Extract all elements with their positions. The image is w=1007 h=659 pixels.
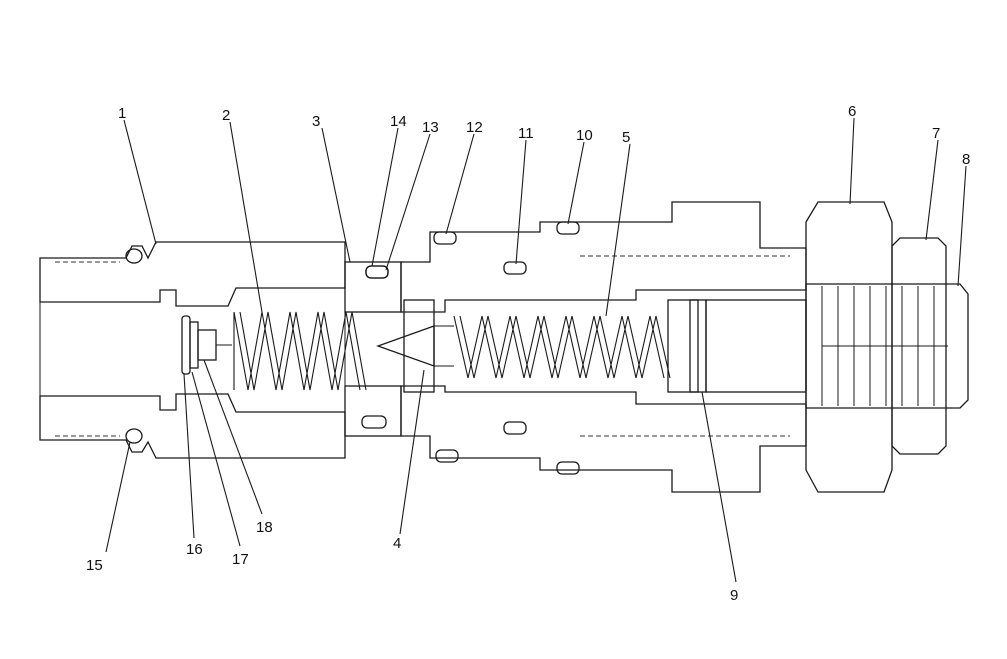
callout-9: 9 [730, 587, 738, 604]
callout-3: 3 [312, 113, 320, 130]
callout-10: 10 [576, 127, 593, 144]
callout-16: 16 [186, 541, 203, 558]
leader-lines [105, 117, 967, 583]
o-ring-15-upper [125, 248, 143, 264]
callout-1: 1 [118, 105, 126, 122]
callout-8: 8 [962, 151, 970, 168]
o-ring-11-lower [503, 421, 527, 435]
seat-part-3 [344, 261, 402, 437]
lock-nut-7 [891, 237, 947, 455]
poppet-assembly [181, 315, 232, 375]
callout-4: 4 [393, 535, 401, 552]
hex-nut-6 [805, 201, 893, 493]
callout-17: 17 [232, 551, 249, 568]
callout-14: 14 [390, 113, 407, 130]
callout-7: 7 [932, 125, 940, 142]
housing-body [400, 201, 807, 493]
body-part-1 [39, 241, 346, 459]
spring-2 [233, 311, 367, 391]
o-ring-11 [503, 261, 527, 275]
callout-15: 15 [86, 557, 103, 574]
callout-13: 13 [422, 119, 439, 136]
adjusting-screw-8 [805, 283, 969, 409]
callout-18: 18 [256, 519, 273, 536]
callout-2: 2 [222, 107, 230, 124]
callout-11: 11 [518, 125, 534, 142]
o-ring-12-lower [435, 449, 459, 463]
needle-part-4 [376, 299, 454, 393]
o-ring-15-lower [125, 428, 143, 444]
o-ring-10-lower [556, 461, 580, 475]
piston-part-9 [667, 299, 807, 393]
callout-5: 5 [622, 129, 630, 146]
spring-5 [453, 315, 671, 379]
o-ring-12 [433, 231, 457, 245]
callout-6: 6 [848, 103, 856, 120]
callout-12: 12 [466, 119, 483, 136]
